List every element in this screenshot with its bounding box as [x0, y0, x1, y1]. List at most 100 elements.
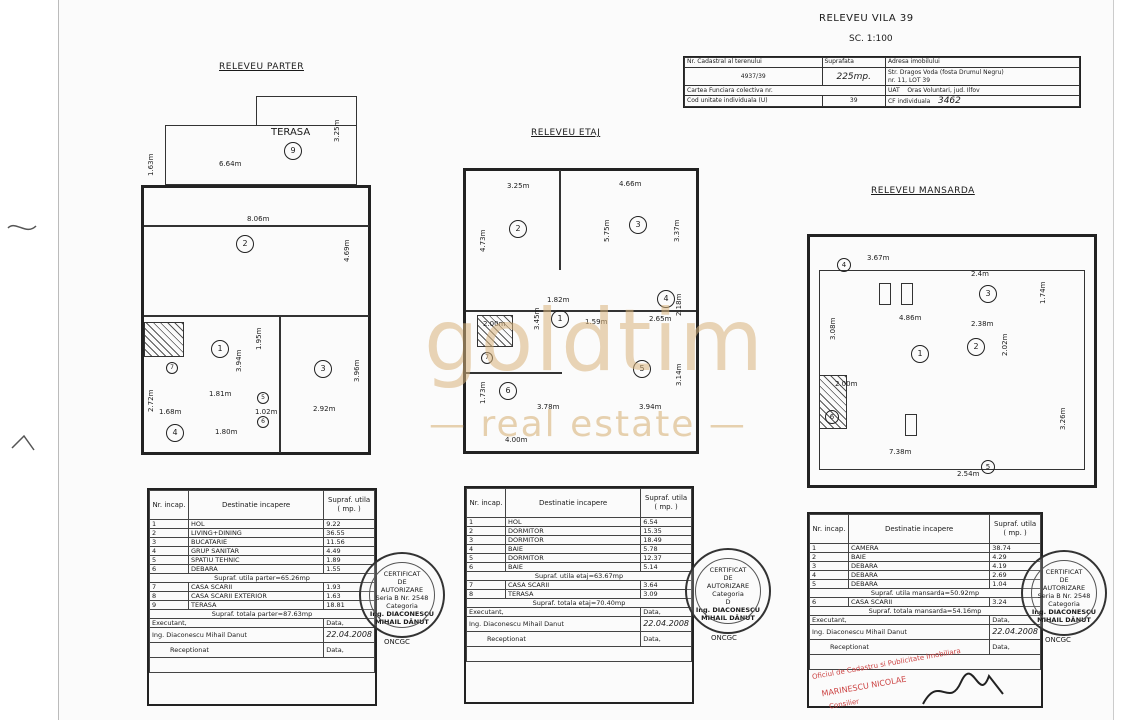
etaj-wall-c [466, 372, 562, 374]
etaj-th-dest: Destinatie incapere [504, 488, 642, 518]
parter-wall-living [144, 225, 369, 227]
etaj-dim-575: 5.75m [603, 219, 611, 242]
mansarda-room-3: 3 [979, 285, 997, 303]
mansarda-dim-486: 4.86m [899, 314, 922, 322]
parter-executant: Executant, [148, 618, 325, 628]
cell-nr: 3 [809, 561, 849, 571]
parter-room-1: 1 [211, 340, 229, 358]
cell-val: 9.22 [323, 519, 375, 529]
cell-dest: DEBARA [847, 579, 991, 589]
certification-stamp-1: CERTIFICAT DE AUTORIZARE Seria B Nr. 254… [359, 552, 445, 638]
parter-room-6: 6 [257, 416, 269, 428]
cell-dest: BAIE [504, 562, 642, 572]
parter-room-2: 2 [236, 235, 254, 253]
cell-val: 5.78 [640, 544, 692, 554]
parter-dim-181: 1.81m [209, 390, 232, 398]
cell-nr: 4 [466, 544, 506, 554]
etaj-dim-394: 3.94m [639, 403, 662, 411]
etaj-plan-title: RELEVEU ETAJ [531, 128, 601, 138]
mansarda-room-2: 2 [967, 338, 985, 356]
cell-nr: 7 [149, 582, 189, 592]
margin-mark-top [7, 224, 37, 231]
mansarda-main-outline [807, 234, 1097, 488]
etaj-dim-265: 2.65m [649, 315, 672, 323]
cell-nr: 2 [809, 552, 849, 562]
mansarda-receptionat: Receptionat [808, 639, 991, 655]
margin-mark-bottom [11, 434, 35, 451]
cad-cf-label: CF individuala [887, 97, 931, 105]
etaj-executant: Executant, [465, 607, 642, 617]
mansarda-velux-3 [905, 414, 917, 436]
etaj-dim-473: 4.73m [479, 229, 487, 252]
etaj-data2: Data, [640, 631, 692, 647]
cell-nr: 6 [149, 564, 189, 574]
mansarda-th-nr: Nr. incap. [809, 514, 849, 544]
etaj-dim-200: 2.00m [483, 320, 506, 328]
cad-cf-value: 3462 [937, 95, 961, 106]
mansarda-room-5: 5 [981, 460, 995, 474]
cadastral-table: Nr. Cadastral al terenului Suprafata Adr… [683, 56, 1081, 108]
parter-room-4: 4 [166, 424, 184, 442]
etaj-room-1: 1 [551, 310, 569, 328]
cad-nr-value: 4937/39 [684, 66, 823, 87]
mansarda-dim-238: 2.38m [971, 320, 994, 328]
etaj-dim-378: 3.78m [537, 403, 560, 411]
cad-adresa-value: Str. Dragos Voda (fosta Drumul Negru)nr.… [884, 66, 1081, 87]
cell-nr: 8 [149, 591, 189, 601]
etaj-room-5: 5 [633, 360, 651, 378]
cell-dest: DORMITOR [504, 535, 642, 545]
stamp-3-oncgc: ONCGC [1045, 636, 1071, 644]
mansarda-th-dest: Destinatie incapere [847, 514, 991, 544]
document-sheet: RELEVEU VILA 39 SC. 1:100 Nr. Cadastral … [58, 0, 1114, 720]
parter-receptionat: Receptionat [148, 642, 325, 658]
terasa-upper [256, 96, 357, 126]
parter-summary-table: Nr. incap. Destinatie incapere Supraf. u… [147, 488, 377, 706]
cad-adresa-line1: Str. Dragos Voda (fosta Drumul Negru) [887, 68, 1004, 76]
cell-nr: 2 [149, 528, 189, 538]
etaj-main-outline [463, 168, 699, 454]
stamp-1-oncgc: ONCGC [384, 638, 410, 646]
etaj-subtotal: Supraf. utila etaj=63.67mp [466, 571, 692, 581]
cell-dest: DEBARA [187, 564, 325, 574]
cad-suprafata-value: 225mp. [821, 66, 886, 87]
etaj-receptionat: Receptionat [465, 631, 642, 647]
parter-room-9: 9 [284, 142, 302, 160]
cell-dest: LIVING+DINING [187, 528, 325, 538]
cell-dest: CASA SCARII [847, 597, 991, 607]
cell-dest: BAIE [847, 552, 991, 562]
cell-dest: CAMERA [847, 543, 991, 553]
cell-dest: BAIE [504, 544, 642, 554]
etaj-engineer: Ing. Diaconescu Mihail Danut [465, 616, 642, 632]
cell-nr: 1 [149, 519, 189, 529]
etaj-dim-337: 3.37m [673, 219, 681, 242]
stamp-2-oncgc: ONCGC [711, 634, 737, 642]
cell-val: 15.35 [640, 526, 692, 536]
etaj-stair [477, 315, 513, 347]
etaj-th-nr: Nr. incap. [466, 488, 506, 518]
parter-total: Supraf. totala parter=87.63mp [149, 609, 375, 619]
etaj-dim-325: 3.25m [507, 182, 530, 190]
parter-data2: Data, [323, 642, 375, 658]
mansarda-executant: Executant, [808, 615, 991, 625]
parter-th-dest: Destinatie incapere [187, 490, 325, 520]
terasa-outline [165, 125, 357, 185]
etaj-wall-b [466, 310, 696, 312]
cell-dest: CASA SCARII [504, 580, 642, 590]
cell-val: 3.64 [640, 580, 692, 590]
parter-main-outline [141, 185, 371, 455]
etaj-room-6: 6 [499, 382, 517, 400]
cad-header-nr: Nr. Cadastral al terenului [684, 57, 823, 68]
cell-dest: HOL [504, 517, 642, 527]
parter-dim-163: 1.63m [147, 153, 155, 176]
stamp-ring [369, 562, 435, 628]
mansarda-room-1: 1 [911, 345, 929, 363]
etaj-summary-table: Nr. incap. Destinatie incapere Supraf. u… [464, 486, 694, 704]
